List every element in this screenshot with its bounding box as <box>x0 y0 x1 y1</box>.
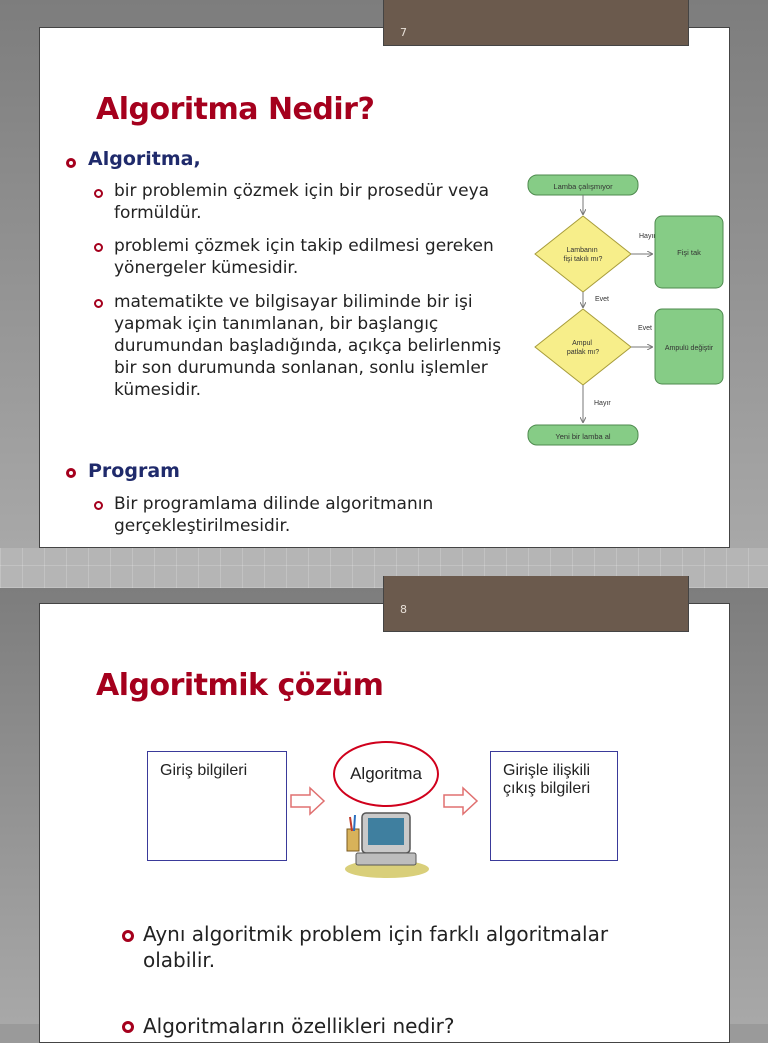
list-item: Algoritmaların özellikleri nedir? <box>143 1014 455 1038</box>
flow-end-node <box>527 424 639 446</box>
flow-action-2 <box>654 308 724 385</box>
flow-action-2-label: Ampulü değiştir <box>665 345 714 352</box>
flowchart: Lamba çalışmıyor Lambanın fişi takılı mı… <box>527 174 724 446</box>
slide-number: 8 <box>400 603 407 616</box>
flow-yes-label: Evet <box>638 325 652 332</box>
bullet-icon <box>122 1021 134 1033</box>
bullet-icon <box>94 299 103 308</box>
bullet-icon <box>94 189 103 198</box>
bullet-icon <box>66 468 76 478</box>
list-item: problemi çözmek için takip edilmesi gere… <box>114 236 494 278</box>
bullet-icon <box>94 243 103 252</box>
flow-decision-1-label: Lambanın fişi takılı mı? <box>564 247 603 263</box>
flow-no-label: Hayır <box>639 233 656 240</box>
slide-8: Algoritmik çözüm Giriş bilgileri Algorit… <box>39 603 730 1043</box>
flow-action-1-label: Fişi tak <box>677 248 701 257</box>
arrow-right-icon <box>290 786 326 816</box>
flow-no-label: Hayır <box>594 400 611 407</box>
bullet-icon <box>66 158 76 168</box>
slide-number-tab: 8 <box>383 576 689 632</box>
flow-start-label: Lamba çalışmıyor <box>553 182 613 191</box>
list-item: Bir programlama dilinde algoritmanın ger… <box>114 494 434 536</box>
bullet-icon <box>94 501 103 510</box>
computer-icon <box>345 812 429 878</box>
list-item: Aynı algoritmik problem için farklı algo… <box>143 922 609 972</box>
flow-decision-1 <box>534 215 632 293</box>
slide-title: Algoritmik çözüm <box>96 668 384 703</box>
section-heading-algoritma: Algoritma, <box>88 148 201 170</box>
slide-number-tab: 7 <box>383 0 689 46</box>
output-info-box: Girişle ilişkili çıkış bilgileri <box>490 751 618 861</box>
arrow-right-icon <box>443 786 479 816</box>
slide-7: Algoritma Nedir? Algoritma, bir problemi… <box>39 27 730 548</box>
flow-yes-label: Evet <box>595 296 609 303</box>
slide-title: Algoritma Nedir? <box>96 92 375 127</box>
list-item: bir problemin çözmek için bir prosedür v… <box>114 181 490 223</box>
list-item: matematikte ve bilgisayar biliminde bir … <box>114 292 502 400</box>
slide-number: 7 <box>400 26 407 39</box>
bullet-icon <box>122 930 134 942</box>
flow-decision-2 <box>534 308 632 386</box>
algorithm-ellipse: Algoritma <box>333 741 439 807</box>
flow-end-label: Yeni bir lamba al <box>555 432 611 441</box>
section-heading-program: Program <box>88 460 180 482</box>
input-info-box: Giriş bilgileri <box>147 751 287 861</box>
flow-decision-2-label: Ampul patlak mı? <box>567 340 599 356</box>
flow-action-1 <box>654 215 724 289</box>
